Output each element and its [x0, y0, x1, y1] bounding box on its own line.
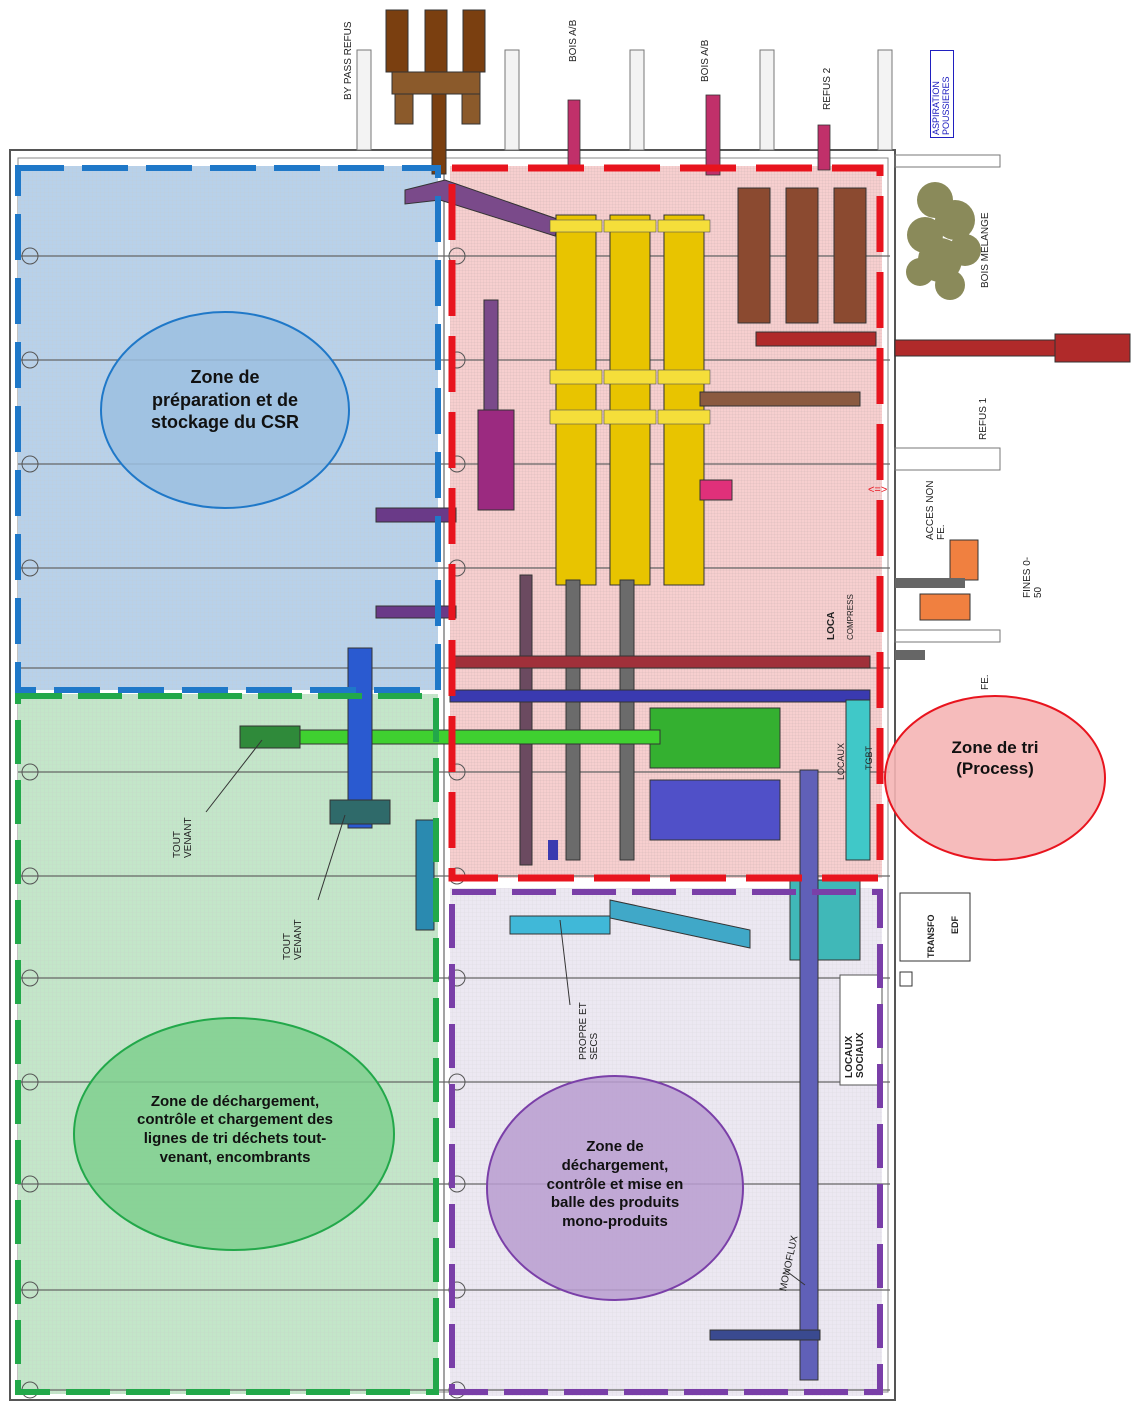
label-propre-et-secs: PROPRE ET SECS: [578, 1002, 600, 1060]
zone-tv-label: Zone de déchargement, contrôle et charge…: [137, 1092, 333, 1166]
ellipse-tri: [884, 695, 1106, 861]
label-acces-non-fe: ACCES NON FE.: [925, 480, 947, 540]
label-locaux-sociaux: LOCAUX SOCIAUX: [844, 1032, 866, 1078]
label-fines: FINES 0-50: [1022, 556, 1044, 598]
ellipse-csr: [100, 311, 350, 509]
zone-csr-label: Zone de préparation et de stockage du CS…: [150, 367, 300, 433]
zone-mono-border: [449, 889, 883, 1395]
label-bois-ab-1: BOIS A/B: [568, 19, 579, 62]
leader-line: [317, 814, 346, 901]
ellipse-mono: [486, 1075, 744, 1301]
ellipse-tv: [73, 1017, 395, 1251]
label-tgbt: TGBT: [864, 746, 874, 770]
right-exterior: [839, 154, 1131, 1086]
zone-tri-border: [448, 164, 884, 882]
zone-tri-label: Zone de tri (Process): [951, 737, 1039, 778]
label-tout-venant-1: TOUT VENANT: [172, 817, 194, 858]
label-acces-arrow: <=>: [868, 484, 888, 496]
zone-tv-border: [15, 693, 439, 1395]
top-exterior-bays: [356, 49, 893, 151]
label-bois-ab-2: BOIS A/B: [700, 39, 711, 82]
label-bois-melange: BOIS MELANGE: [980, 212, 991, 288]
label-compresseur: COMPRESS: [846, 594, 855, 640]
label-transfo: TRANSFO: [926, 914, 936, 959]
label-loca: LOCA: [826, 611, 837, 640]
process-machinery: [449, 187, 877, 866]
label-tout-venant-2: TOUT VENANT: [282, 919, 304, 960]
top-feeder-bins: [385, 9, 486, 175]
label-aspiration: ASPIRATION POUSSIERES: [930, 50, 954, 138]
leader-line: [784, 1269, 806, 1286]
label-locaux: LOCAUX: [836, 742, 846, 780]
label-fe: FE.: [980, 674, 991, 690]
top-pink-feeds: [567, 94, 831, 176]
label-edf: EDF: [950, 916, 960, 934]
label-by-pass-refus: BY PASS REFUS: [343, 21, 354, 100]
zone-mono-label: Zone de déchargement, contrôle et mise e…: [546, 1138, 684, 1231]
leader-line: [559, 919, 571, 1006]
leader-line: [205, 739, 263, 813]
label-refus-2: REFUS 2: [822, 67, 833, 110]
zone-csr-border: [15, 165, 441, 693]
label-refus-1: REFUS 1: [978, 397, 989, 440]
